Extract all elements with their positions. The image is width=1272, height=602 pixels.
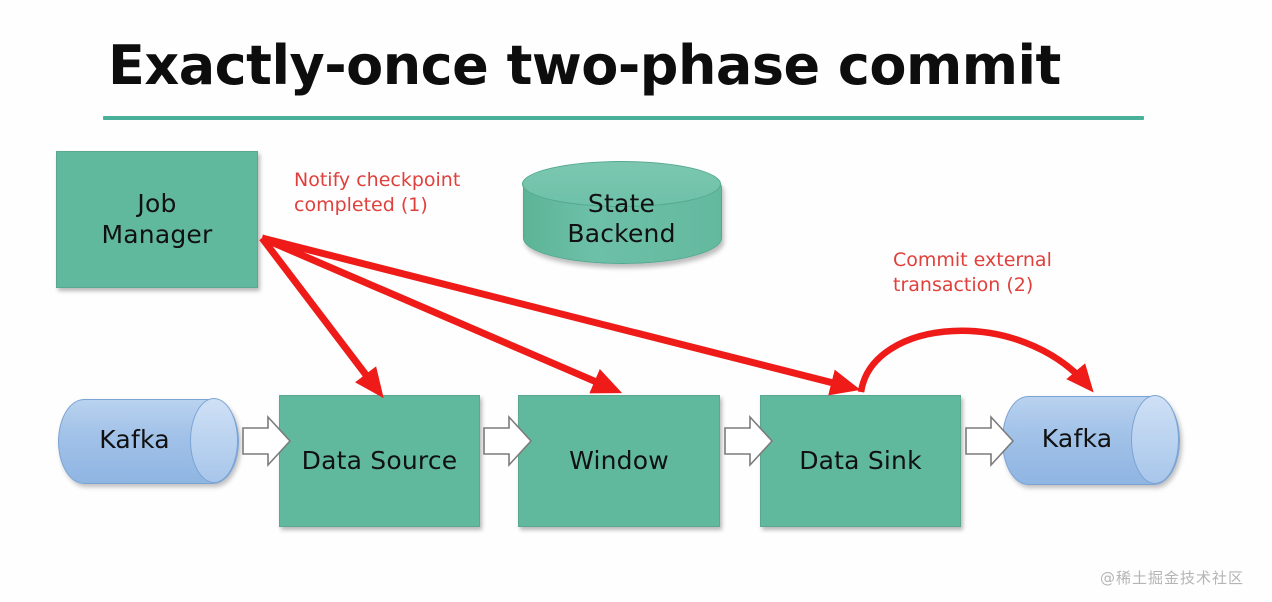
- annotation-commit-external: Commit external transaction (2): [893, 249, 1052, 297]
- page-title: Exactly-once two-phase commit: [108, 34, 1061, 97]
- cylinder-cap: [190, 398, 238, 483]
- node-state-backend[interactable]: State Backend: [522, 161, 722, 264]
- node-kafka-sink[interactable]: Kafka: [1002, 395, 1180, 485]
- node-label: Job Manager: [101, 189, 213, 249]
- commit-curved-arrow: [857, 327, 1094, 393]
- watermark: @稀土掘金技术社区: [1099, 569, 1244, 587]
- annotation-notify-checkpoint: Notify checkpoint completed (1): [294, 169, 461, 217]
- cylinder-cap: [1131, 395, 1179, 484]
- node-label: Data Source: [301, 445, 458, 475]
- cylinder-cap: [522, 161, 721, 207]
- title-underline-rule: [103, 116, 1144, 120]
- node-kafka-source[interactable]: Kafka: [58, 398, 239, 484]
- node-label: Kafka: [1041, 424, 1113, 454]
- node-label: Window: [569, 445, 669, 475]
- node-data-sink[interactable]: Data Sink: [760, 395, 961, 527]
- node-label: Data Sink: [799, 445, 922, 475]
- node-data-source[interactable]: Data Source: [279, 395, 480, 527]
- node-label: State Backend: [567, 188, 676, 249]
- node-job-manager[interactable]: Job Manager: [56, 151, 258, 288]
- notify-arrow-to-data-source: [259, 235, 384, 399]
- node-label: Kafka: [99, 425, 170, 455]
- node-window[interactable]: Window: [518, 395, 720, 527]
